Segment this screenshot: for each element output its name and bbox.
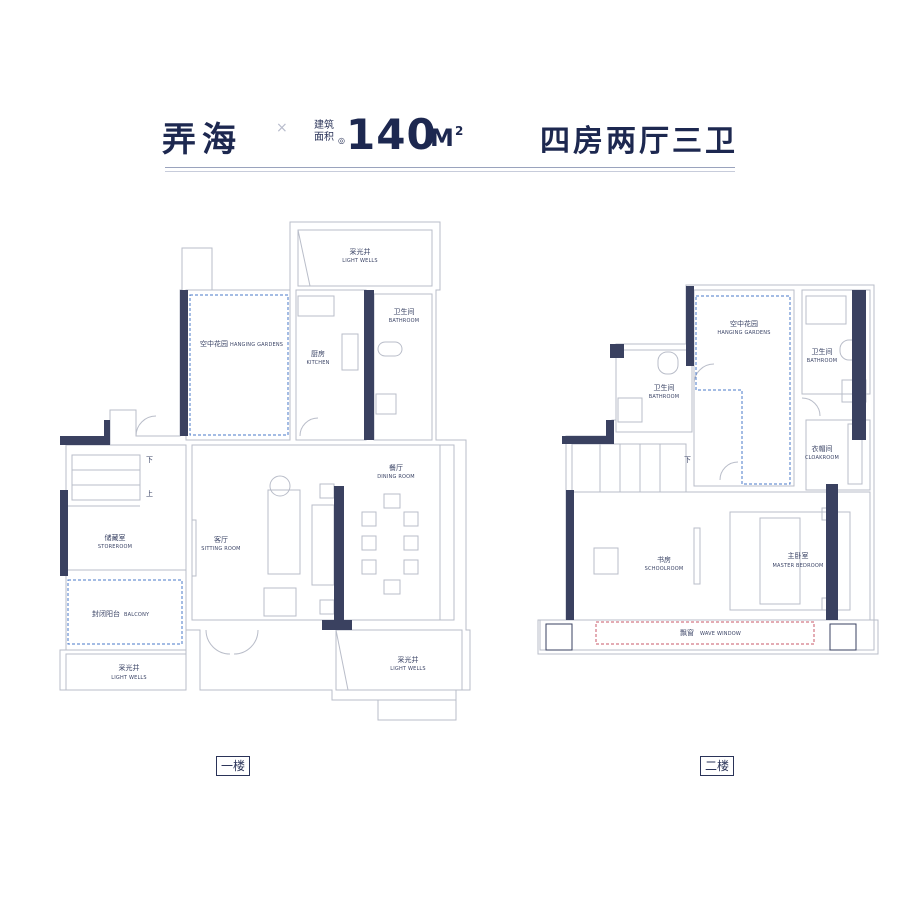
f1-balcony-en: BALCONY — [124, 612, 150, 618]
f1-kitchen-zh: 厨房 — [311, 349, 325, 358]
f2-schoolroom-en: SCHOOLROOM — [645, 566, 684, 572]
header-rule — [165, 167, 735, 168]
f2-bathroom-right-en: BATHROOM — [807, 358, 838, 364]
title-separator: × — [276, 120, 288, 136]
area-unit: M — [430, 124, 454, 152]
floor1-plan — [59, 221, 471, 721]
f2-bathroom-left-en: BATHROOM — [649, 394, 680, 400]
f1-dining-zh: 餐厅 — [389, 463, 403, 472]
f2-schoolroom-zh: 书房 — [657, 555, 671, 564]
f1-sitting-zh: 客厅 — [214, 535, 228, 544]
f1-bathroom-en: BATHROOM — [389, 318, 420, 324]
f2-cloakroom-zh: 衣帽间 — [812, 444, 833, 453]
f2-bathroom-right-zh: 卫生间 — [812, 347, 833, 356]
area-value: 140 — [346, 110, 437, 159]
f2-garden-zh: 空中花园 — [730, 319, 758, 328]
f2-wavewindow-zh: 飘窗 — [680, 628, 694, 637]
f2-cloakroom-en: CLOAKROOM — [805, 455, 839, 461]
f1-lightwells-right-en: LIGHT WELLS — [390, 666, 426, 672]
f1-dining-en: DINING ROOM — [377, 474, 415, 480]
f1-garden-en: HANGING GARDENS — [230, 342, 283, 348]
layout-description: 四房两厅三卫 — [540, 124, 738, 159]
f2-wavewindow-en: WAVE WINDOW — [700, 631, 741, 637]
f2-garden-en: HANGING GARDENS — [717, 330, 770, 336]
f1-sitting-en: SITTING ROOM — [201, 546, 240, 552]
walls — [60, 286, 866, 651]
f1-kitchen-en: KITCHEN — [306, 360, 329, 366]
project-name: 弄海 — [162, 120, 242, 160]
f2-stair-down: 下 — [684, 456, 691, 464]
f1-lightwells-left-zh: 采光井 — [119, 663, 140, 672]
f1-lightwells-top-zh: 采光井 — [350, 247, 371, 256]
f1-lightwells-left-en: LIGHT WELLS — [111, 675, 147, 681]
f1-lightwells-right-zh: 采光井 — [398, 655, 419, 664]
floor1-label: 一楼 — [216, 756, 251, 776]
f2-bathroom-left-zh: 卫生间 — [654, 383, 675, 392]
f1-stair-up: 上 — [146, 489, 153, 498]
f2-master-en: MASTER BEDROOM — [772, 563, 823, 569]
f1-balcony-zh: 封闭阳台 — [92, 609, 120, 618]
floor2-label: 二楼 — [700, 756, 735, 776]
floor1-labels: 采光井 LIGHT WELLS 空中花园 HANGING GARDENS 厨房 … — [92, 247, 426, 681]
f1-bathroom-zh: 卫生间 — [394, 307, 415, 316]
f1-storeroom-zh: 储藏室 — [105, 533, 126, 542]
dashed-zones — [67, 294, 815, 645]
f1-stair-down: 下 — [146, 456, 153, 464]
area-circle-icon: ◎ — [338, 136, 345, 145]
f1-storeroom-en: STOREROOM — [98, 544, 132, 550]
f2-master-zh: 主卧室 — [788, 551, 809, 560]
header-rule-thin — [165, 171, 735, 172]
area-label: 建筑面积 — [314, 120, 334, 143]
f1-garden-zh: 空中花园 — [200, 339, 228, 348]
f1-lightwells-top-en: LIGHT WELLS — [342, 258, 378, 264]
floor2-labels: 空中花园 HANGING GARDENS 卫生间 BATHROOM 卫生间 BA… — [645, 319, 839, 637]
area-unit-superscript: 2 — [455, 124, 464, 138]
